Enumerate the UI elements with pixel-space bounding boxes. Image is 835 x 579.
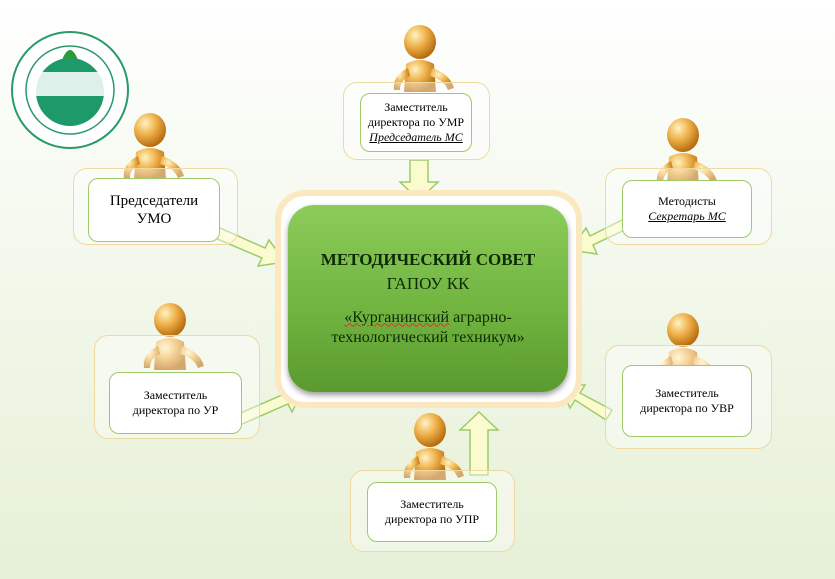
node-text: директора по УВР xyxy=(640,401,734,415)
arrow-up xyxy=(458,410,500,476)
node-methodists: Методисты Секретарь МС xyxy=(622,180,752,238)
node-deputy-upr: Заместитель директора по УПР xyxy=(367,482,497,542)
center-title: МЕТОДИЧЕСКИЙ СОВЕТ xyxy=(320,249,536,269)
node-deputy-uvr: Заместитель директора по УВР xyxy=(622,365,752,437)
node-deputy-ur: Заместитель директора по УР xyxy=(109,372,242,434)
node-text: Заместитель xyxy=(143,388,208,402)
center-subtitle: ГАПОУ КК xyxy=(386,273,470,293)
node-umo-chairs: Председатели УМО xyxy=(88,178,220,242)
node-role: Секретарь МС xyxy=(648,209,726,223)
node-text: Заместитель xyxy=(655,386,719,400)
node-text: Заместитель xyxy=(400,497,464,511)
center-institution: «Курганинский аграрно- технологический т… xyxy=(331,308,524,348)
node-role: Председатель МС xyxy=(369,130,463,144)
node-text: директора по УПР xyxy=(384,512,480,526)
node-text: директора по УР xyxy=(132,403,219,417)
node-text: Заместитель xyxy=(384,100,448,114)
node-text: Методисты xyxy=(658,194,716,208)
methodical-council-box: МЕТОДИЧЕСКИЙ СОВЕТ ГАПОУ КК «Курганински… xyxy=(288,205,568,392)
logo xyxy=(11,31,129,149)
institution-name-part: технологический техникум» xyxy=(331,328,525,346)
institution-name-part: аграрно- xyxy=(449,308,512,326)
node-text: Председатели xyxy=(109,193,199,209)
node-text: директора по УМР xyxy=(367,115,465,129)
node-text: УМО xyxy=(136,211,172,227)
institution-name-part: «Курганинский xyxy=(344,308,450,326)
node-deputy-umr: Заместитель директора по УМР Председател… xyxy=(360,93,472,152)
